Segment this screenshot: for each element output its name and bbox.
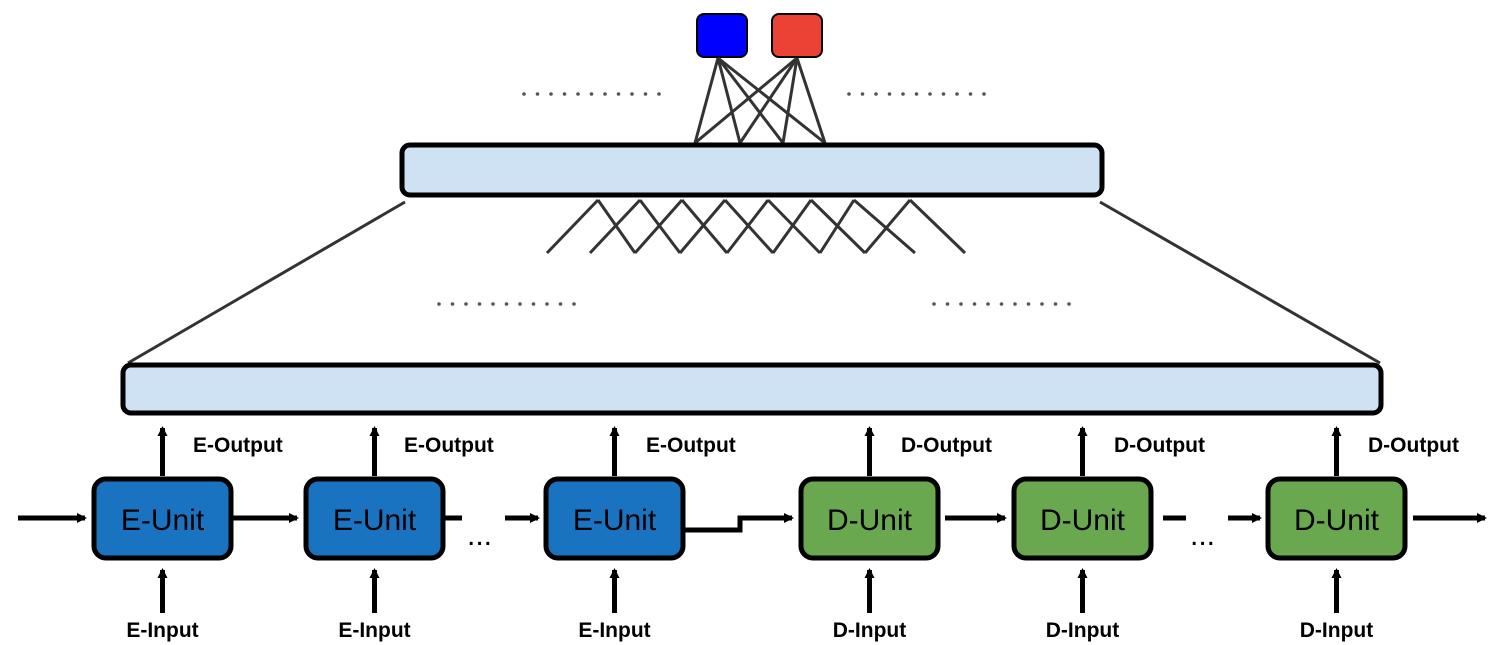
decoder-unit-label: D-Unit [1294,504,1380,537]
ellipsis-dot [941,92,946,96]
ellipsis-dot [657,92,661,96]
ellipsis-dot [531,302,536,306]
decoder-input-label: D-Input [1046,619,1119,642]
ellipsis-dot [1040,302,1044,306]
ellipsis-dot [901,92,905,96]
ellipsis-dot [932,302,936,306]
decoder-unit-box [1265,476,1408,561]
ellipsis-dot [945,302,950,306]
encoder-input-label: E-Input [126,619,198,642]
connection-line [633,199,684,254]
connection-line [545,198,600,255]
output-node-blue [696,13,748,58]
encoder-output-label: E-Output [193,434,283,457]
decoder-unit-box [798,476,941,561]
ellipsis-dot [928,92,932,96]
encoder-unit-label: E-Unit [573,504,657,537]
decoder-output-label: D-Output [1368,434,1459,457]
ellipsis-dot [558,302,563,306]
ellipsis-dot [986,302,990,306]
ellipsis-dot [860,92,865,96]
output-node-red [771,13,823,58]
ellipsis-dot [887,92,892,96]
ellipsis-dot [603,92,607,96]
ellipsis-dot [477,302,482,306]
decoder-input-label: D-Input [1300,619,1373,642]
connection-line [853,198,916,255]
decoder-unit-box [1011,476,1154,561]
connection-line [908,198,967,255]
ellipsis-dot [643,92,648,96]
encoder-unit-label: E-Unit [333,504,417,537]
ellipsis-dot [572,302,576,306]
ellipsis-dot [1067,302,1071,306]
chain-arrows [18,513,1487,533]
encoder-output-label: E-Output [646,434,736,457]
ellipsis-dot [999,302,1004,306]
connection-line [725,199,770,254]
ellipsis-dot [959,302,963,306]
ellipsis-dot [616,92,621,96]
ellipsis-dot [914,92,919,96]
ellipsis-dot [630,92,634,96]
decoder-input-label: D-Input [833,619,906,642]
ellipsis-dot [1026,302,1031,306]
ellipsis-dot [968,92,973,96]
ellipsis-dot [491,302,495,306]
upper-ellipses [437,92,1071,306]
connection-line [680,199,729,254]
encoder-input-label: E-Input [578,619,650,642]
ellipsis-dot [535,92,540,96]
ellipsis-dot [545,302,549,306]
decoder-output-label: D-Output [1114,434,1205,457]
ellipsis-dot [464,302,468,306]
decoder-unit-label: D-Unit [1040,504,1126,537]
ellipsis-dot [549,92,553,96]
connection-line [771,199,813,254]
connection-line [588,198,642,255]
lower-hidden-layer [120,362,1384,416]
output-layer [696,13,823,58]
encoder-unit-box [543,476,686,561]
ellipsis-dot [437,302,441,306]
projection-lines [127,200,1381,365]
decoder-ellipsis: ... [1190,519,1215,552]
ellipsis-dot [982,92,986,96]
ellipsis-dot [576,92,580,96]
ellipsis-dot [504,302,509,306]
upper-layer-connections [545,198,967,255]
connection-line [818,199,856,254]
ellipsis-dot [1013,302,1017,306]
decoder-unit-label: D-Unit [827,504,913,537]
ellipsis-dot [955,92,959,96]
connection-line [678,199,727,254]
decoder-output-label: D-Output [901,434,992,457]
ellipsis-dot [518,302,522,306]
encoder-unit-label: E-Unit [121,504,205,537]
encoder-input-label: E-Input [338,619,410,642]
ellipsis-dot [522,92,526,96]
ellipsis-dot [874,92,878,96]
ellipsis-dot [589,92,594,96]
output-connections [693,56,827,145]
upper-hidden-layer [399,142,1105,198]
encoder-ellipsis: ... [467,519,492,552]
ellipsis-dot [450,302,455,306]
ellipsis-dot [972,302,977,306]
connection-line [863,199,912,254]
ellipsis-dot [1053,302,1058,306]
encoder-output-label: E-Output [404,434,494,457]
connection-line [766,198,822,255]
ellipsis-dot [847,92,851,96]
ellipsis-dot [562,92,567,96]
